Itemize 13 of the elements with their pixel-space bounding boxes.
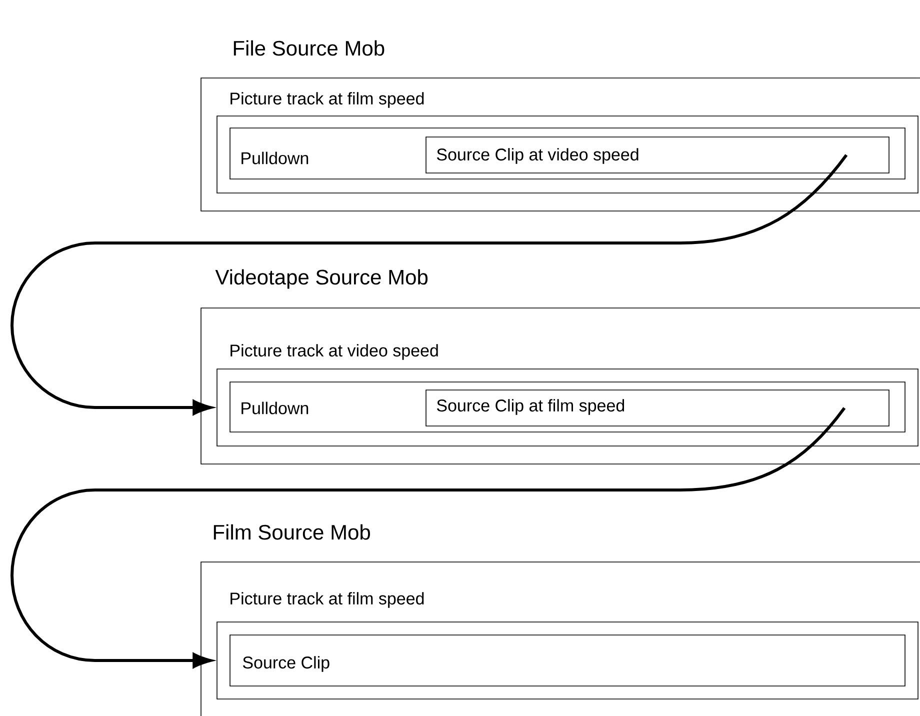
track-label: Picture track at film speed [230, 92, 424, 108]
track-label: Picture track at film speed [230, 592, 424, 608]
mob-title: File Source Mob [234, 40, 384, 56]
clip-label: Source Clip at film speed [436, 399, 624, 415]
mob-title: Videotape Source Mob [215, 269, 428, 289]
curved-arrow [10, 154, 848, 415]
track-label: Picture track at video speed [230, 344, 438, 360]
pulldown-label: Pulldown [242, 152, 308, 164]
curved-arrow [10, 407, 846, 668]
clip-label: Source Clip [242, 656, 330, 672]
mob-title: Film Source Mob [214, 524, 370, 540]
pulldown-label: Pulldown [242, 402, 308, 414]
clip-label: Source Clip at video speed [436, 148, 638, 164]
